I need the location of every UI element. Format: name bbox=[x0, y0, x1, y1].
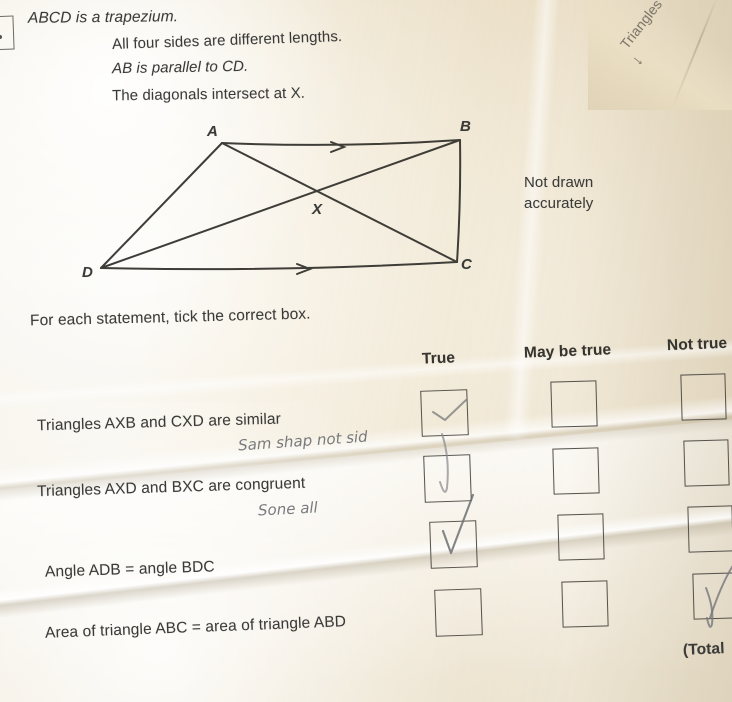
cropped-answer-box bbox=[0, 15, 15, 51]
column-header-true: True bbox=[421, 349, 456, 368]
checkbox-row-2-true[interactable] bbox=[423, 454, 472, 503]
intro-line-1-text: ABCD is a trapezium. bbox=[27, 8, 179, 27]
checkbox-row-4-not-true[interactable] bbox=[692, 572, 732, 620]
checkbox-row-1-true[interactable] bbox=[420, 389, 469, 437]
not-drawn-note-line-1: Not drawn bbox=[524, 174, 594, 191]
total-marks-text: (Total bbox=[682, 640, 725, 659]
column-header-may-be-true: May be true bbox=[523, 341, 612, 362]
vertex-label-C: C bbox=[461, 256, 472, 273]
checkbox-row-3-not-true[interactable] bbox=[687, 505, 732, 553]
checkbox-row-2-may-be-true[interactable] bbox=[552, 447, 600, 495]
intro-line-1: ABCD is a trapezium. bbox=[28, 8, 178, 28]
not-drawn-note-line-2: accurately bbox=[524, 195, 594, 212]
checkbox-row-2-not-true[interactable] bbox=[683, 439, 730, 487]
vertex-label-D: D bbox=[82, 264, 93, 281]
checkbox-row-3-may-be-true[interactable] bbox=[557, 513, 605, 561]
checkbox-row-4-may-be-true[interactable] bbox=[561, 580, 609, 628]
intro-line-3: AB is parallel to CD. bbox=[111, 57, 249, 78]
vertex-label-X: X bbox=[312, 201, 323, 218]
checkbox-row-3-true[interactable] bbox=[429, 520, 478, 569]
checkbox-row-1-may-be-true[interactable] bbox=[550, 380, 598, 428]
cropped-box-dot bbox=[0, 35, 2, 39]
vertex-label-A: A bbox=[207, 123, 218, 140]
intro-line-4: The diagonals intersect at X. bbox=[111, 84, 306, 105]
column-header-not-true: Not true bbox=[666, 334, 728, 355]
annotation-row-2: Sone all bbox=[257, 498, 319, 520]
checkbox-row-4-true[interactable] bbox=[434, 588, 483, 637]
vertex-label-B: B bbox=[460, 118, 471, 135]
checkbox-row-1-not-true[interactable] bbox=[680, 373, 727, 421]
